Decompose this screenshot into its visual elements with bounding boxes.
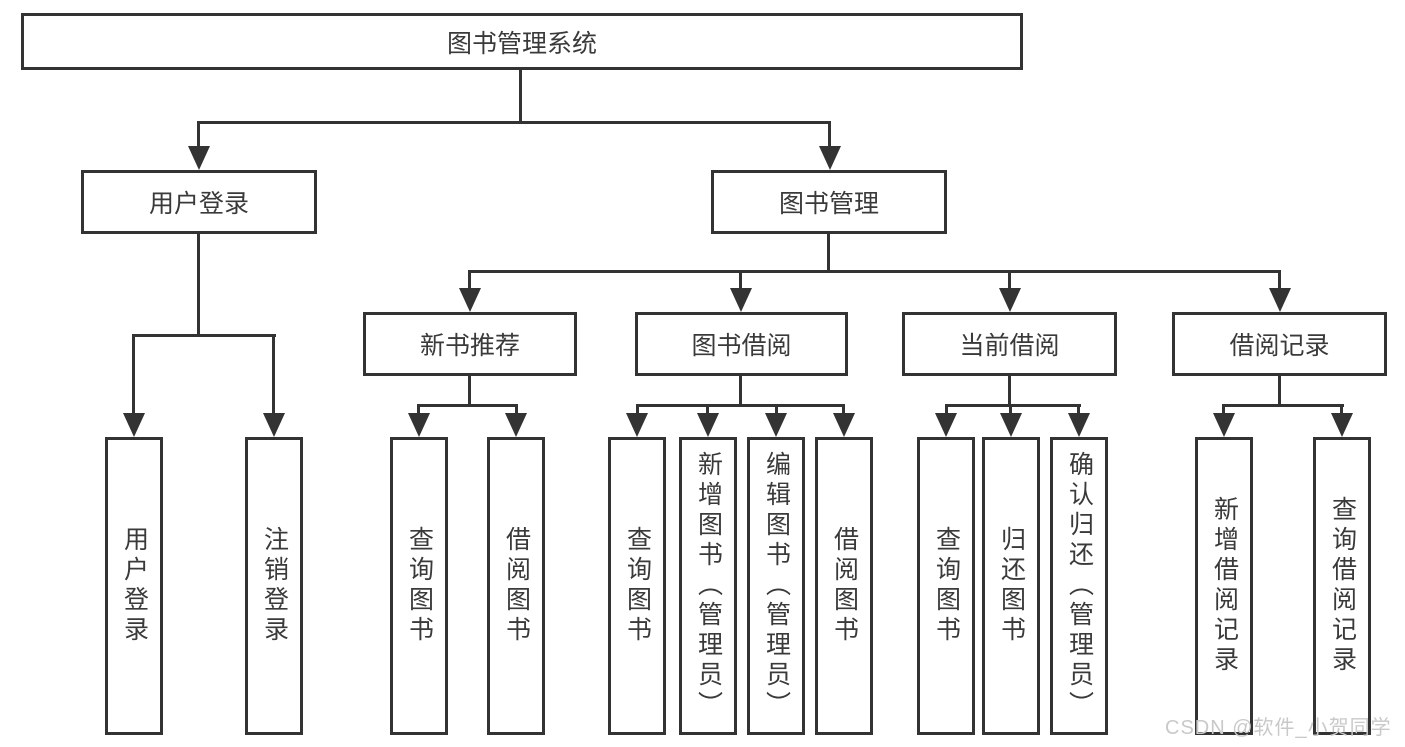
leaf-label: 查询借阅记录	[1328, 496, 1357, 676]
connector-line	[197, 121, 200, 149]
connector-line	[417, 404, 518, 407]
arrow-down-icon	[123, 413, 145, 437]
leaf-query-books-recommend: 查询图书	[390, 437, 448, 735]
connector-line	[417, 404, 420, 415]
arrow-down-icon	[999, 288, 1021, 312]
connector-line	[1278, 376, 1281, 406]
connector-line	[272, 334, 275, 416]
connector-line	[1222, 404, 1344, 407]
leaf-borrow-books-borrowing: 借阅图书	[815, 437, 873, 735]
leaf-label: 用户登录	[120, 526, 149, 646]
arrow-down-icon	[1331, 413, 1353, 437]
node-user-login: 用户登录	[81, 170, 317, 234]
leaf-label: 编辑图书（管理员）	[762, 451, 791, 721]
connector-line	[636, 404, 845, 407]
arrow-down-icon	[1269, 288, 1291, 312]
connector-line	[197, 234, 200, 336]
leaf-label: 借阅图书	[502, 526, 531, 646]
leaf-edit-book-admin: 编辑图书（管理员）	[747, 437, 805, 735]
arrow-down-icon	[263, 413, 285, 437]
connector-line	[945, 404, 1081, 407]
connector-line	[1340, 404, 1343, 415]
arrow-down-icon	[819, 146, 841, 170]
node-book-management: 图书管理	[711, 170, 947, 234]
connector-line	[1008, 270, 1011, 290]
arrow-down-icon	[697, 413, 719, 437]
node-new-book-recommend: 新书推荐	[363, 312, 577, 376]
connector-line	[132, 334, 135, 416]
connector-line	[828, 121, 831, 149]
connector-line	[515, 404, 518, 415]
leaf-label: 查询图书	[405, 526, 434, 646]
leaf-query-borrow-record: 查询借阅记录	[1313, 437, 1371, 735]
leaf-label: 借阅图书	[830, 526, 859, 646]
arrow-down-icon	[459, 288, 481, 312]
arrow-down-icon	[833, 413, 855, 437]
connector-line	[468, 376, 471, 406]
leaf-label: 查询图书	[932, 526, 961, 646]
connector-line	[132, 334, 276, 337]
arrow-down-icon	[505, 413, 527, 437]
connector-line	[706, 404, 709, 415]
connector-line	[1222, 404, 1225, 415]
leaf-return-books: 归还图书	[982, 437, 1040, 735]
connector-line	[1009, 404, 1012, 415]
connector-line	[739, 376, 742, 406]
connector-line	[945, 404, 948, 415]
leaf-borrow-books-recommend: 借阅图书	[487, 437, 545, 735]
leaf-add-book-admin: 新增图书（管理员）	[679, 437, 737, 735]
watermark: CSDN @软件_小贺同学	[1165, 717, 1392, 739]
connector-line	[739, 270, 742, 290]
arrow-down-icon	[408, 413, 430, 437]
connector-line	[775, 404, 778, 415]
leaf-query-books-borrowing: 查询图书	[608, 437, 666, 735]
connector-line	[1278, 270, 1281, 290]
leaf-label: 注销登录	[260, 526, 289, 646]
connector-line	[636, 404, 639, 415]
arrow-down-icon	[188, 146, 210, 170]
leaf-label: 新增借阅记录	[1210, 496, 1239, 676]
leaf-label: 查询图书	[623, 526, 652, 646]
connector-line	[1008, 376, 1011, 406]
node-borrowing-records: 借阅记录	[1172, 312, 1387, 376]
arrow-down-icon	[765, 413, 787, 437]
arrow-down-icon	[935, 413, 957, 437]
connector-line	[468, 270, 471, 290]
node-book-borrowing: 图书借阅	[635, 312, 848, 376]
leaf-user-login: 用户登录	[105, 437, 163, 735]
arrow-down-icon	[626, 413, 648, 437]
arrow-down-icon	[730, 288, 752, 312]
arrow-down-icon	[1213, 413, 1235, 437]
node-current-borrowing: 当前借阅	[902, 312, 1117, 376]
leaf-label: 确认归还（管理员）	[1065, 451, 1094, 721]
leaf-label: 归还图书	[997, 526, 1026, 646]
connector-line	[1077, 404, 1080, 415]
leaf-logout-login: 注销登录	[245, 437, 303, 735]
leaf-query-books-current: 查询图书	[917, 437, 975, 735]
connector-line	[519, 70, 522, 123]
connector-line	[842, 404, 845, 415]
node-library-system: 图书管理系统	[21, 13, 1023, 70]
arrow-down-icon	[1068, 413, 1090, 437]
connector-line	[468, 270, 1281, 273]
arrow-down-icon	[1000, 413, 1022, 437]
connector-line	[197, 121, 831, 124]
connector-line	[827, 234, 830, 272]
leaf-label: 新增图书（管理员）	[694, 451, 723, 721]
leaf-add-borrow-record: 新增借阅记录	[1195, 437, 1253, 735]
leaf-confirm-return-admin: 确认归还（管理员）	[1050, 437, 1108, 735]
